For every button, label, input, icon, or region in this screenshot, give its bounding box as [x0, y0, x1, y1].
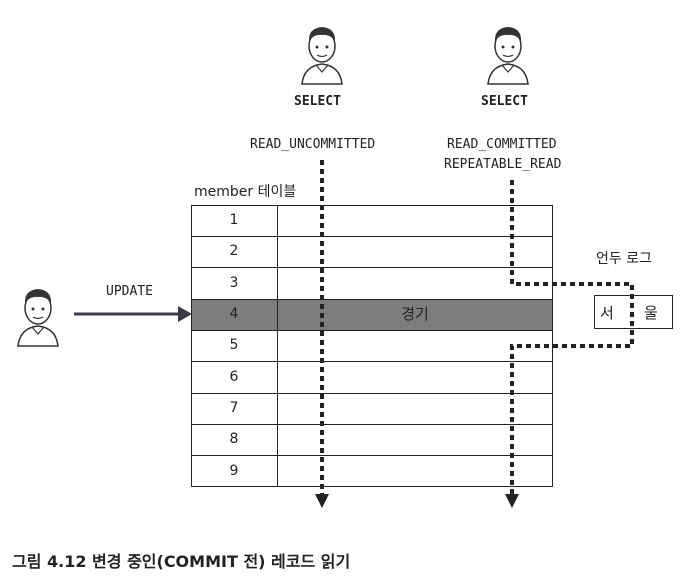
read-committed-arrow-head [505, 494, 519, 508]
undo-log-char-2: 울 [644, 304, 658, 322]
table-row-number: 7 [229, 400, 239, 416]
table-row-number: 3 [229, 275, 239, 291]
table-title: member 테이블 [194, 184, 297, 200]
reader-2-label: SELECT [481, 94, 528, 109]
reader-2-person-icon [487, 27, 529, 85]
table-row-number: 5 [229, 337, 239, 353]
member-table: 1 2 3 4 5 6 7 8 9 경기 [191, 205, 553, 487]
highlighted-row [191, 299, 553, 330]
undo-log-title: 언두 로그 [596, 251, 652, 267]
reader-1-isolation-level: READ_UNCOMMITTED [250, 137, 376, 152]
table-row-number: 9 [229, 463, 239, 479]
highlighted-row-value: 경기 [401, 305, 429, 323]
figure-caption: 그림 4.12 변경 중인(COMMIT 전) 레코드 읽기 [12, 552, 351, 571]
writer-person-icon [17, 289, 59, 347]
read-uncommitted-arrow-head [315, 494, 329, 508]
table-row-number: 8 [229, 431, 239, 447]
reader-2-isolation-level: READ_COMMITTED [447, 137, 557, 152]
table-row-number: 4 [229, 306, 239, 322]
undo-log-char-1: 서 [600, 304, 614, 322]
read-committed-path [510, 180, 634, 494]
table-grid [191, 205, 553, 487]
table-row-number: 6 [229, 369, 239, 385]
update-arrow-head [178, 306, 192, 322]
reader-2-isolation-level-2: REPEATABLE_READ [444, 157, 562, 172]
reader-1-person-icon [301, 27, 343, 85]
update-label: UPDATE [106, 284, 153, 299]
reader-1-label: SELECT [294, 94, 341, 109]
table-row-number: 1 [229, 212, 239, 228]
table-row-number: 2 [229, 243, 239, 259]
